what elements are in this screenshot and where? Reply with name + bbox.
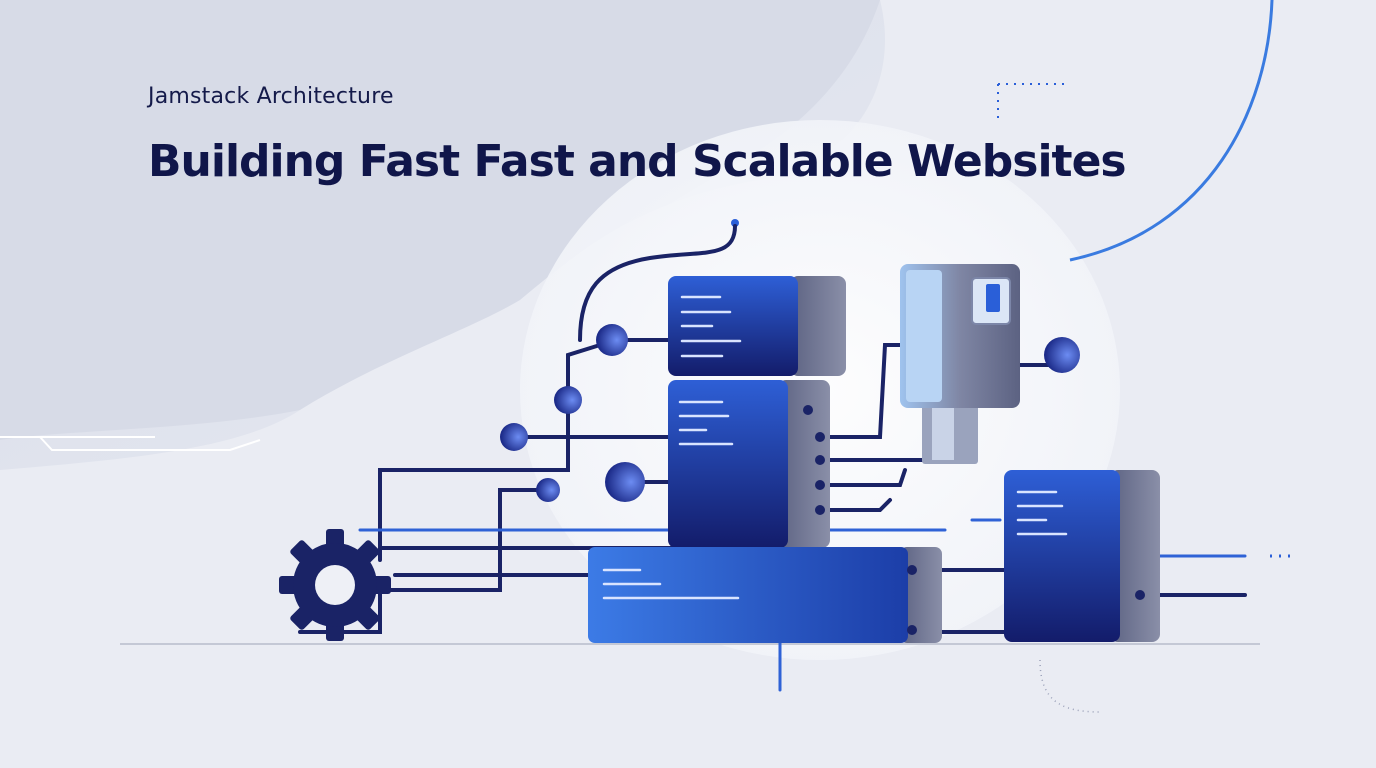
node-dot-icon [605,462,645,502]
database-icon [900,264,1020,464]
page-title: Building Fast Fast and Scalable Websites [148,136,1127,187]
node-dot-icon [1044,337,1080,373]
gear-icon [279,529,391,641]
server-stack-icon [668,380,830,548]
server-stack-icon [1004,470,1160,642]
left-line [0,436,261,451]
arc-line [1069,0,1274,262]
subtitle: Jamstack Architecture [148,84,394,109]
background-shape [0,0,880,440]
node-dot-icon [554,386,582,414]
node-dot-icon [536,478,560,502]
node-dot-icon [596,324,628,356]
server-stack-icon [588,547,942,643]
server-stack-icon [668,276,846,376]
node-dot-icon [500,423,528,451]
